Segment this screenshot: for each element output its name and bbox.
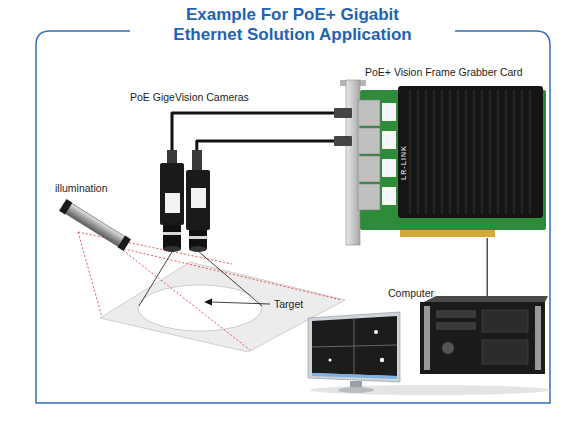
bracket-tab	[340, 80, 366, 86]
cable-plug	[192, 150, 202, 172]
drive-bay	[436, 310, 476, 318]
card-pcb	[360, 90, 546, 230]
screen-spot	[329, 359, 332, 362]
card-bracket	[346, 80, 360, 245]
monitor-screen	[312, 316, 397, 376]
view-line	[139, 252, 172, 306]
target-plate	[100, 262, 345, 352]
light-cap	[118, 235, 131, 251]
heatsink	[398, 86, 543, 218]
port-sticker	[382, 187, 396, 205]
front-panel	[482, 340, 528, 364]
rj45-port	[358, 156, 380, 182]
frame-border	[36, 31, 550, 403]
device-label: Computer	[388, 287, 434, 300]
ethernet-cable	[197, 141, 352, 150]
frame-grabber-card: PoE+ Vision Frame Grabber Card	[352, 84, 548, 238]
light-rays	[78, 232, 342, 350]
brand-mark: LR-LINK	[400, 145, 408, 180]
part-label: illumination	[55, 182, 108, 195]
port-sticker	[382, 159, 396, 177]
rack-case	[420, 302, 545, 374]
light-ray	[78, 232, 102, 317]
lens-ring	[189, 236, 207, 239]
heatsink-fins	[410, 90, 530, 214]
cable-plug	[334, 136, 352, 146]
screen-spot	[380, 358, 384, 362]
camera-label	[165, 193, 180, 213]
shadow	[310, 385, 550, 395]
screen-split	[312, 319, 397, 374]
light-ray	[120, 248, 342, 300]
ethernet-cable	[172, 113, 352, 150]
screen-spot	[374, 330, 378, 334]
camera-body	[186, 170, 210, 230]
cable-plug	[167, 150, 177, 165]
light-bar	[64, 202, 126, 247]
camera-pair: PoE GigeVision Cameras	[150, 150, 222, 255]
port-sticker	[382, 103, 396, 121]
cable-plug	[334, 108, 352, 118]
rj45-port	[358, 128, 380, 154]
target-plate	[100, 262, 345, 352]
target-spot	[138, 285, 262, 331]
device-label: PoE+ Vision Frame Grabber Card	[365, 66, 523, 79]
lens-front	[163, 246, 181, 252]
rj45-port	[358, 100, 380, 126]
case-fan	[442, 342, 454, 354]
diagram-title: Example For PoE+ Gigabit Ethernet Soluti…	[150, 5, 435, 45]
camera-lens	[163, 225, 181, 249]
drive-bay	[436, 322, 476, 330]
port-sticker	[382, 131, 396, 149]
lens-front	[189, 246, 207, 252]
light-ray	[120, 248, 250, 350]
taskbar	[312, 373, 397, 379]
leader-arrow	[204, 299, 212, 306]
camera-left	[160, 150, 184, 252]
camera-right	[186, 150, 210, 252]
camera-label	[191, 188, 206, 208]
light-ray	[78, 232, 232, 264]
front-panel	[482, 310, 528, 332]
camera-lens	[189, 230, 207, 249]
part-label: Target	[274, 298, 303, 311]
lens-ring	[163, 232, 181, 235]
pcie-link-line	[487, 238, 488, 300]
light-cap	[59, 199, 72, 215]
gold-fingers	[400, 230, 495, 237]
monitor-stand	[350, 381, 362, 389]
case-handle	[535, 306, 541, 370]
view-line	[198, 251, 262, 306]
view-lines	[139, 251, 262, 306]
frame-grabber-card	[334, 80, 546, 245]
leader-line	[211, 302, 270, 304]
camera-body	[160, 163, 184, 225]
case-handle	[424, 306, 430, 370]
monitor-base	[338, 387, 374, 393]
rj45-port	[358, 184, 380, 210]
device-label: PoE GigeVision Cameras	[130, 91, 249, 104]
computer	[308, 296, 550, 395]
monitor-bezel	[308, 312, 400, 382]
illumination-bar	[59, 199, 131, 251]
computer: Computer	[305, 300, 548, 388]
case-top	[424, 296, 548, 302]
